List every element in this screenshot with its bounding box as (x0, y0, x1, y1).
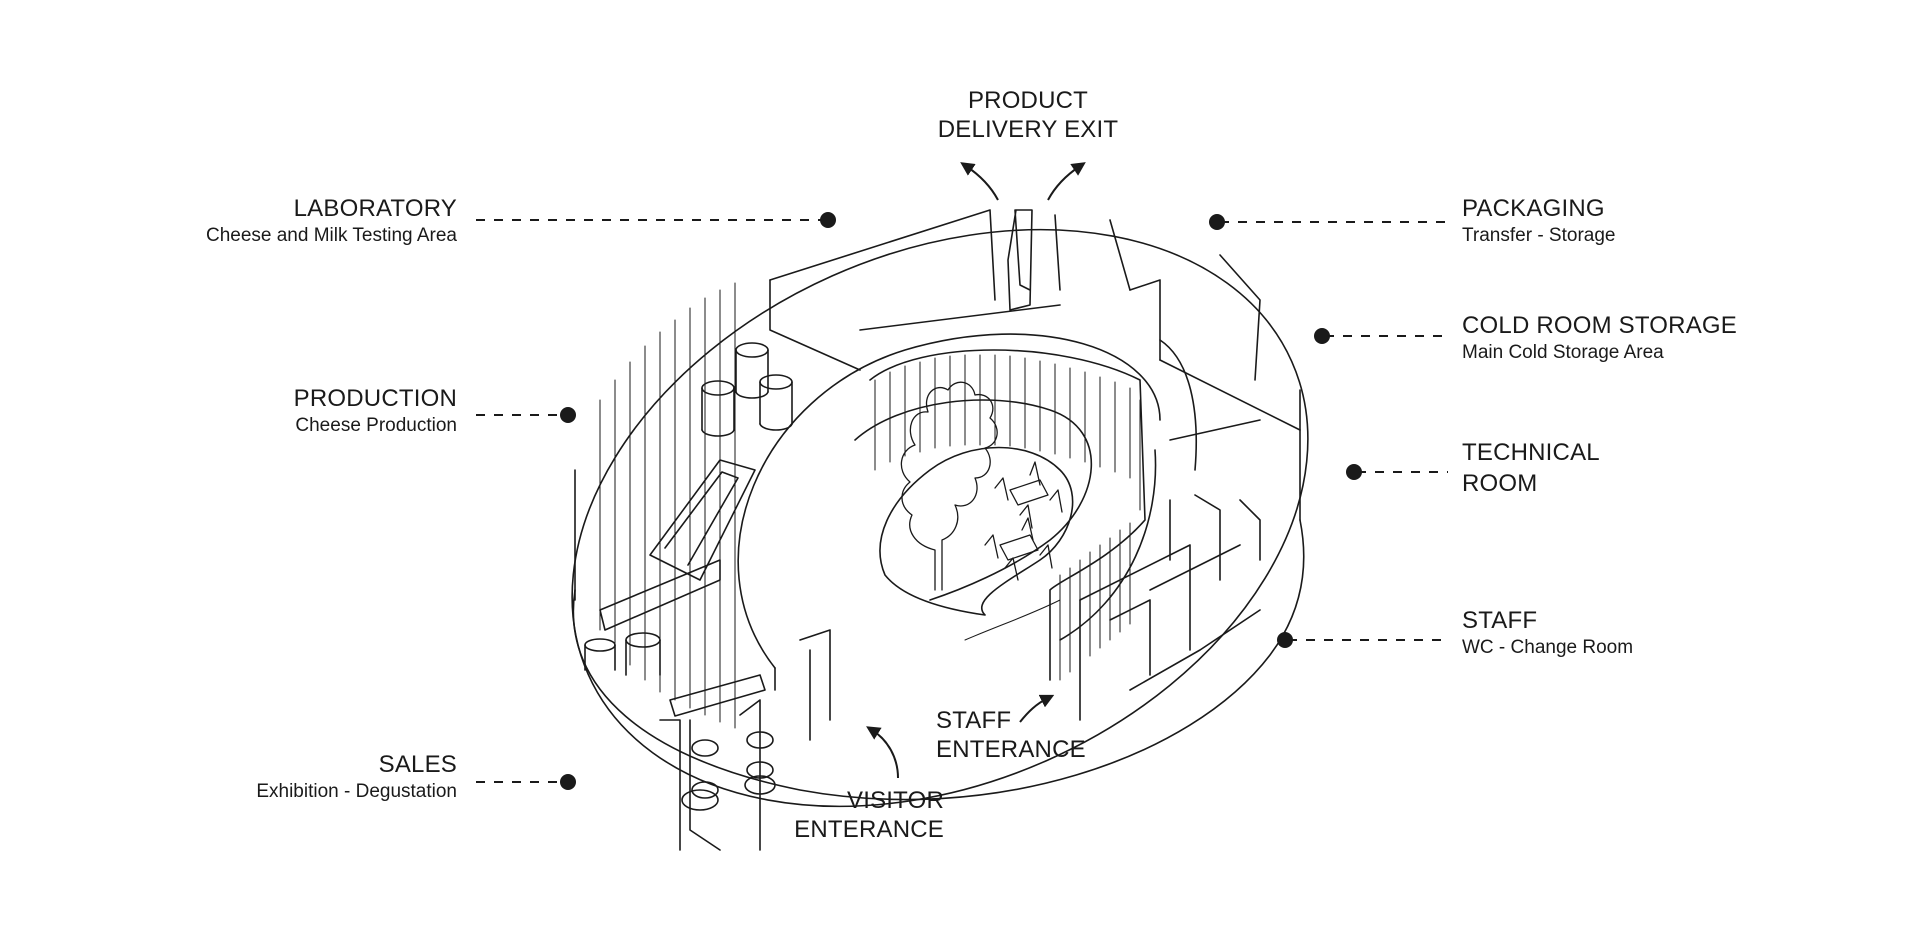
leader-dots (560, 212, 1362, 790)
delivery-line2: DELIVERY EXIT (937, 115, 1119, 143)
inner-ring-wall (737, 333, 1161, 669)
staff-entrance-line1: STAFF (936, 707, 1012, 734)
label-laboratory: LABORATORY Cheese and Milk Testing Area (37, 195, 457, 246)
label-product-delivery-exit: PRODUCT DELIVERY EXIT (918, 87, 1138, 144)
sales-title: SALES (378, 751, 457, 778)
cold-room-title: COLD ROOM STORAGE (1462, 312, 1737, 339)
label-packaging: PACKAGING Transfer - Storage (1462, 195, 1616, 246)
visitor-entrance-arrow (866, 726, 899, 779)
staff-entrance-line2: ENTERANCE (936, 735, 1086, 763)
label-visitor-entrance: VISITOR ENTERANCE (790, 787, 950, 844)
courtyard-floor (879, 446, 1074, 616)
courtyard-seating (984, 461, 1063, 581)
sales-subtitle: Exhibition - Degustation (256, 780, 457, 802)
label-production: PRODUCTION Cheese Production (37, 385, 457, 436)
vat (649, 459, 756, 581)
sales-counter (669, 674, 766, 717)
technical-title-line2: ROOM (1462, 469, 1538, 497)
cold-room-subtitle: Main Cold Storage Area (1462, 341, 1664, 363)
outer-slats-left (599, 282, 736, 729)
outer-wall-base (572, 519, 1305, 801)
packaging-subtitle: Transfer - Storage (1462, 224, 1616, 246)
laboratory-subtitle: Cheese and Milk Testing Area (205, 224, 457, 246)
slatted-screen (874, 354, 1141, 681)
label-technical: TECHNICAL ROOM (1462, 439, 1600, 498)
laboratory-title: LABORATORY (293, 195, 457, 222)
label-staff: STAFF WC - Change Room (1462, 607, 1634, 658)
delivery-exit-arrow-right (1047, 162, 1086, 201)
delivery-exit-arrow-left (960, 162, 999, 201)
staff-title: STAFF (1462, 607, 1538, 634)
courtyard-tree (900, 381, 998, 591)
production-title: PRODUCTION (293, 385, 457, 412)
staff-entrance-arrow (1019, 694, 1055, 723)
label-staff-entrance: STAFF ENTERANCE (930, 707, 1090, 764)
outer-wall-rim (571, 228, 1309, 808)
staff-subtitle: WC - Change Room (1462, 636, 1634, 658)
visitor-entrance-line1: VISITOR (847, 787, 944, 814)
label-cold-room: COLD ROOM STORAGE Main Cold Storage Area (1462, 312, 1737, 363)
production-subtitle: Cheese Production (295, 414, 457, 436)
visitor-entrance-line2: ENTERANCE (794, 815, 944, 843)
leader-lines (476, 219, 1448, 783)
technical-title-line1: TECHNICAL (1462, 439, 1600, 466)
label-sales: SALES Exhibition - Degustation (37, 751, 457, 802)
delivery-gate (1007, 209, 1033, 311)
production-tanks (584, 342, 793, 676)
packaging-title: PACKAGING (1462, 195, 1605, 222)
delivery-line1: PRODUCT (967, 87, 1089, 114)
